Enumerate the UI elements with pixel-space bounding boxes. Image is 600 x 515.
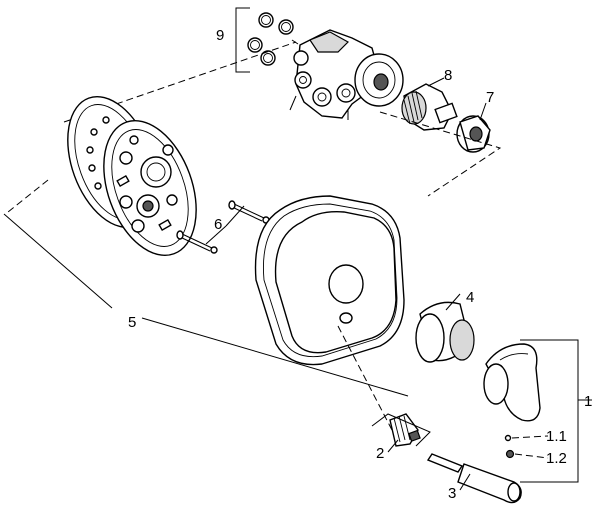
callout-6: 6 [214,216,222,233]
callout-7: 7 [486,89,494,106]
ring-nut-7 [456,102,491,153]
mounting-plate-5 [67,95,197,257]
callout-1-1: 1.1 [546,428,567,445]
callout-labels: 1 1.1 1.2 2 3 4 5 6 7 8 9 [128,27,592,502]
diverter-2 [371,413,431,453]
callout-5: 5 [128,314,136,331]
cartridge-8 [401,77,458,131]
pin-sleeve-3 [426,453,522,504]
callout-3: 3 [448,485,456,502]
callout-1: 1 [584,393,592,410]
escutcheon-plate [254,195,405,431]
lever-handle-1 [483,339,592,483]
leader-lines [3,205,409,397]
callout-8: 8 [444,67,452,84]
callout-9: 9 [216,27,224,44]
callout-1-2: 1.2 [546,450,567,467]
callout-2: 2 [376,445,384,462]
callout-4: 4 [466,289,474,306]
sleeve-4 [415,293,475,363]
assembly-frame [7,41,502,213]
o-rings-9 [235,7,294,73]
valve-body [289,29,404,120]
